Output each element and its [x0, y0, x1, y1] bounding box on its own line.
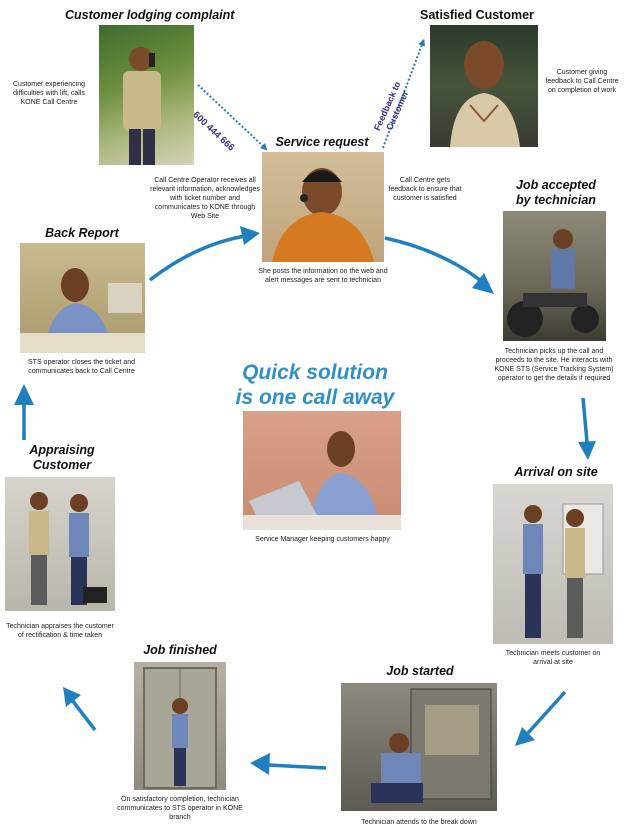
started-photo	[341, 683, 497, 811]
satisfied-caption: Customer giving feedback to Call Centre …	[545, 69, 619, 94]
accepted-title: Job accepted by technician	[506, 178, 606, 208]
arrival-title: Arrival on site	[514, 465, 598, 479]
complaint-title: Customer lodging complaint	[65, 8, 235, 22]
arrow-service-to-accepted	[384, 236, 482, 282]
service-right-caption: Call Centre gets feedback to ensure that…	[388, 177, 462, 202]
call-centre-operator-image	[272, 168, 374, 262]
finished-caption: On satisfactory completion, technician c…	[117, 796, 243, 821]
back-caption: STS operator closes the ticket and commu…	[28, 359, 135, 375]
service-manager-image	[243, 431, 401, 530]
technician-in-lift-image	[143, 667, 217, 789]
arrow-started-to-finished	[267, 763, 327, 770]
manager-photo	[243, 411, 401, 530]
man-on-phone-image	[123, 47, 161, 165]
complaint-caption: Customer experiencing difficulties with …	[13, 81, 85, 106]
arrow-back-to-service	[148, 234, 246, 282]
manager-caption: Service Manager keeping customers happy	[255, 536, 390, 543]
back-title: Back Report	[45, 226, 119, 240]
complaint-photo	[99, 25, 194, 165]
started-title: Job started	[386, 664, 454, 678]
accepted-photo	[503, 211, 606, 341]
technician-meets-customer-image	[523, 503, 604, 638]
appraising-caption: Technician appraises the customer of rec…	[6, 623, 114, 639]
arrowhead-2	[472, 273, 494, 294]
started-caption: Technician attends to the break down	[361, 819, 477, 826]
arrival-caption: Technician meets customer on arrival at …	[505, 650, 601, 666]
service-left-caption: Call Centre Operator receives all releva…	[150, 177, 260, 220]
arrow-accepted-to-arrival	[581, 397, 589, 443]
accepted-caption: Technician picks up the call and proceed…	[494, 348, 614, 382]
accepted-title-line1: Job accepted	[516, 178, 596, 192]
service-caption: She posts the information on the web and…	[258, 268, 388, 284]
smiling-customer-image	[450, 41, 520, 147]
appraising-title-line1: Appraising	[29, 443, 95, 457]
sts-operator-image	[20, 268, 145, 353]
service-photo	[262, 152, 384, 262]
arrow-finished-to-appraising	[70, 698, 97, 732]
arrowhead-7	[14, 384, 34, 405]
arrowhead-3	[578, 441, 596, 460]
back-photo	[20, 243, 145, 353]
arrowhead-5	[250, 753, 270, 775]
arrowhead-6	[63, 687, 81, 707]
appraising-title: Appraising Customer	[12, 443, 112, 473]
technician-repair-image	[371, 688, 492, 803]
feedback-dotted-arrow	[382, 38, 426, 149]
headline-line2: is one call away	[235, 386, 395, 409]
arrow-arrival-to-started	[526, 690, 567, 735]
technician-handshake-image	[29, 492, 107, 605]
arrowhead-1	[240, 226, 260, 245]
finished-photo	[134, 662, 226, 790]
satisfied-title: Satisfied Customer	[420, 8, 534, 22]
headline: Quick solution is one call away	[225, 360, 405, 410]
arrowhead-4	[515, 727, 535, 746]
appraising-title-line2: Customer	[32, 458, 92, 472]
finished-title: Job finished	[143, 643, 217, 657]
arrival-photo	[493, 484, 613, 644]
technician-motorbike-image	[507, 229, 599, 337]
phone-dotted-arrow	[197, 84, 268, 151]
appraising-photo	[5, 477, 115, 611]
satisfied-photo	[430, 25, 538, 147]
accepted-title-line2: by technician	[516, 193, 596, 207]
headline-line1: Quick solution	[242, 361, 388, 384]
service-title: Service request	[275, 135, 369, 149]
